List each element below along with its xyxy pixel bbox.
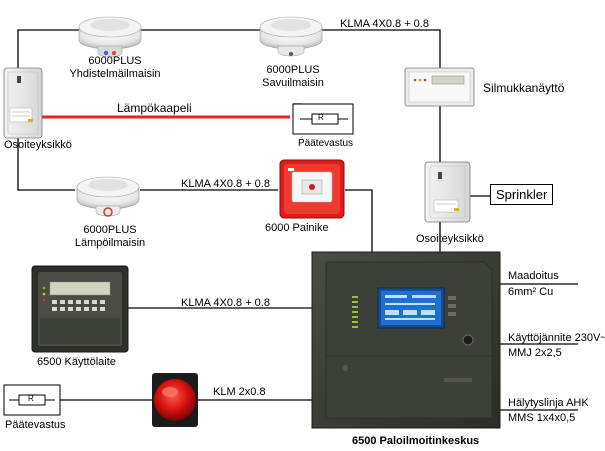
smoke-detector-model: 6000PLUS — [266, 64, 320, 76]
terminal-resistor-bottom — [3, 384, 61, 416]
control-panel-label: 6500 Paloilmoitinkeskus — [352, 435, 480, 447]
address-unit-right-label: Osoiteyksikkö — [416, 233, 484, 245]
smoke-detector-label: 6000PLUS Savuilmaisin — [238, 64, 348, 90]
alarm-cable: MMS 1x4x0,5 — [508, 412, 576, 424]
heat-cable-label: Lämpökaapeli — [117, 101, 192, 115]
call-point-label: 6000 Painike — [265, 222, 329, 234]
wire-callpoint-to-panel — [345, 189, 373, 252]
grounding-cable: 6mm² Cu — [508, 286, 554, 298]
heat-detector-type: Lämpöilmaisin — [74, 237, 146, 249]
terminal-resistor-top — [292, 103, 354, 135]
operating-unit-device — [31, 265, 129, 353]
heat-detector — [76, 176, 140, 217]
smoke-detector — [259, 16, 323, 57]
power-title: Käyttöjännite 230V~ — [508, 332, 605, 344]
combination-detector-label: 6000PLUS Yhdistelmäilmaisin — [60, 55, 170, 81]
resistor-symbol-bottom: R — [28, 394, 34, 403]
grounding-title: Maadoitus — [508, 270, 559, 282]
terminal-resistor-bottom-label: Päätevastus — [5, 419, 66, 431]
cable-label-klma-mid: KLMA 4X0.8 + 0.8 — [181, 178, 270, 190]
control-panel-device — [311, 251, 501, 429]
combination-detector-model: 6000PLUS — [88, 55, 142, 67]
operating-unit-label: 6500 Käyttölaite — [37, 356, 116, 368]
loop-display-label: Silmukkanäyttö — [483, 81, 565, 95]
wiring — [17, 29, 578, 411]
resistor-symbol-top: R — [318, 113, 324, 122]
sprinkler-box: Sprinkler — [490, 184, 554, 205]
cable-label-klma-bottom: KLMA 4X0.8 + 0.8 — [181, 297, 270, 309]
terminal-resistor-top-label: Päätevastus — [298, 138, 354, 149]
combination-detector — [78, 16, 142, 58]
smoke-detector-type: Savuilmaisin — [262, 77, 324, 89]
wire-left-unit-to-heat — [17, 138, 75, 191]
manual-call-point — [279, 159, 345, 219]
siren-device — [152, 373, 198, 427]
loop-display-device — [404, 67, 475, 107]
alarm-title: Hälytyslinja AHK — [508, 397, 589, 409]
cable-label-klma-top: KLMA 4X0.8 + 0.8 — [340, 18, 429, 30]
address-unit-right — [424, 161, 471, 223]
cable-label-klm: KLM 2x0.8 — [213, 386, 266, 398]
power-cable: MMJ 2x2,5 — [508, 347, 562, 359]
address-unit-left — [3, 67, 43, 139]
combination-detector-type: Yhdistelmäilmaisin — [69, 68, 161, 80]
wire-top-loop — [17, 29, 80, 68]
wire-smoke-to-display — [320, 29, 441, 68]
heat-detector-model: 6000PLUS — [83, 224, 137, 236]
heat-detector-label: 6000PLUS Lämpöilmaisin — [55, 224, 165, 250]
address-unit-left-label: Osoiteyksikkö — [4, 139, 72, 151]
